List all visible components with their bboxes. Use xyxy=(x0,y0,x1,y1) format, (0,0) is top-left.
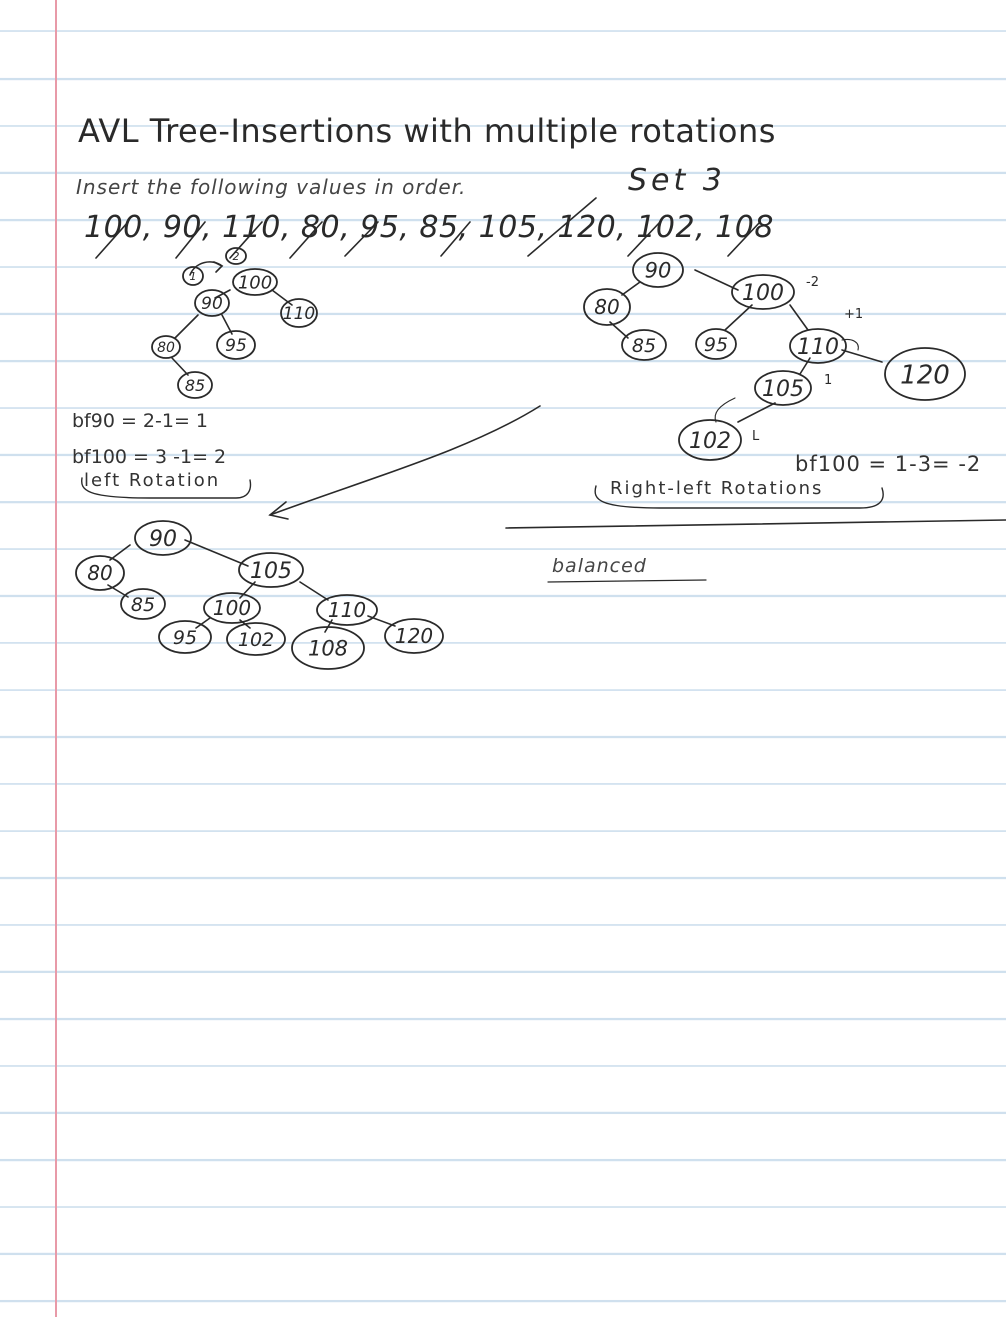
result-node-102-label: 102 xyxy=(238,629,274,651)
result-node-95-label: 95 xyxy=(173,627,197,649)
balance-factor-100-note: bf100 = 3 -1= 2 xyxy=(72,446,227,468)
tree1-node-85: 85 xyxy=(177,371,213,399)
set-label: Set 3 xyxy=(628,163,726,198)
tree2-node-85: 85 xyxy=(621,329,667,361)
result-node-110: 110 xyxy=(316,594,378,626)
tree2-node-105: 105 xyxy=(754,370,812,406)
tree1-node-80: 80 xyxy=(151,335,181,359)
result-node-108-label: 108 xyxy=(308,637,348,661)
result-node-95: 95 xyxy=(158,620,212,654)
tree2-node-95: 95 xyxy=(695,328,737,360)
tree2-factor-105: 1 xyxy=(824,373,832,388)
tree2-factor-102: L xyxy=(752,429,760,444)
tree2-node-102-label: 102 xyxy=(689,429,731,454)
tree2-node-80: 80 xyxy=(583,288,631,326)
right-left-rotation-caption: Right-left Rotations xyxy=(610,478,824,499)
tree2-factor-110: +1 xyxy=(844,307,863,322)
tree1-node-90: 90 xyxy=(194,289,230,317)
instruction-text: Insert the following values in order. xyxy=(76,175,467,199)
tree2-node-120-label: 120 xyxy=(900,360,950,390)
transition-arrow xyxy=(268,405,541,520)
result-node-102: 102 xyxy=(226,622,286,656)
tree1-node-80-label: 80 xyxy=(157,340,175,356)
tree2-node-100-label: 100 xyxy=(742,281,784,306)
result-node-105-label: 105 xyxy=(250,559,292,584)
tree1-node-95-label: 95 xyxy=(225,336,247,356)
result-node-100-label: 100 xyxy=(213,596,251,620)
value-sequence: 100, 90, 110, 80, 95, 85, 105, 120, 102,… xyxy=(84,210,774,245)
result-node-120: 120 xyxy=(384,618,444,654)
result-node-120-label: 120 xyxy=(395,624,433,648)
result-node-85-label: 85 xyxy=(131,594,155,616)
balanced-label: balanced xyxy=(552,555,647,577)
result-node-108: 108 xyxy=(291,626,365,670)
tree1-marker-1: 1 xyxy=(182,266,204,286)
tree1-node-95: 95 xyxy=(216,330,256,360)
tree1-node-110: 110 xyxy=(280,298,318,328)
tree1-node-110-label: 110 xyxy=(283,304,315,324)
result-node-85: 85 xyxy=(120,588,166,620)
section-divider xyxy=(505,519,1006,529)
tree2-node-102: 102 xyxy=(678,419,742,461)
balance-factor-100-rl-note: bf100 = 1-3= -2 xyxy=(795,452,982,476)
tree2-node-110-label: 110 xyxy=(797,335,839,360)
left-rotation-caption: left Rotation xyxy=(84,470,221,491)
result-node-80-label: 80 xyxy=(87,561,112,585)
tree1-node-100: 100 xyxy=(232,268,278,296)
sequence-strikethroughs xyxy=(95,197,761,259)
tree2-node-95-label: 95 xyxy=(704,334,728,356)
result-node-110-label: 110 xyxy=(328,598,366,622)
tree2-node-85-label: 85 xyxy=(632,335,656,357)
tree1-marker-1-label: 1 xyxy=(190,270,197,283)
balance-factor-90-note: bf90 = 2-1= 1 xyxy=(72,410,209,432)
result-node-90-label: 90 xyxy=(149,527,177,552)
right-left-bracket xyxy=(594,485,884,509)
tree1-marker-2-label: 2 xyxy=(233,250,240,263)
tree1-node-90-label: 90 xyxy=(201,294,223,314)
tree2-node-110: 110 xyxy=(789,328,847,364)
left-rotation-bracket xyxy=(80,477,252,499)
tree1-node-85-label: 85 xyxy=(185,376,205,395)
tree2-factor-100: -2 xyxy=(806,275,819,290)
result-node-80: 80 xyxy=(75,555,125,591)
tree2-node-100: 100 xyxy=(731,274,795,310)
tree1-node-100-label: 100 xyxy=(238,272,272,293)
tree2-node-90: 90 xyxy=(632,252,684,288)
result-node-100: 100 xyxy=(203,592,261,624)
tree1-marker-2: 2 xyxy=(225,247,247,265)
tree2-node-105-label: 105 xyxy=(762,377,804,402)
result-node-90: 90 xyxy=(134,520,192,556)
balanced-underline xyxy=(547,579,707,583)
tree2-node-90-label: 90 xyxy=(645,259,672,283)
margin-line xyxy=(55,0,57,1317)
page-title: AVL Tree-Insertions with multiple rotati… xyxy=(78,112,776,150)
tree2-node-120: 120 xyxy=(884,347,966,401)
tree2-node-80-label: 80 xyxy=(594,295,619,319)
result-node-105: 105 xyxy=(238,552,304,588)
